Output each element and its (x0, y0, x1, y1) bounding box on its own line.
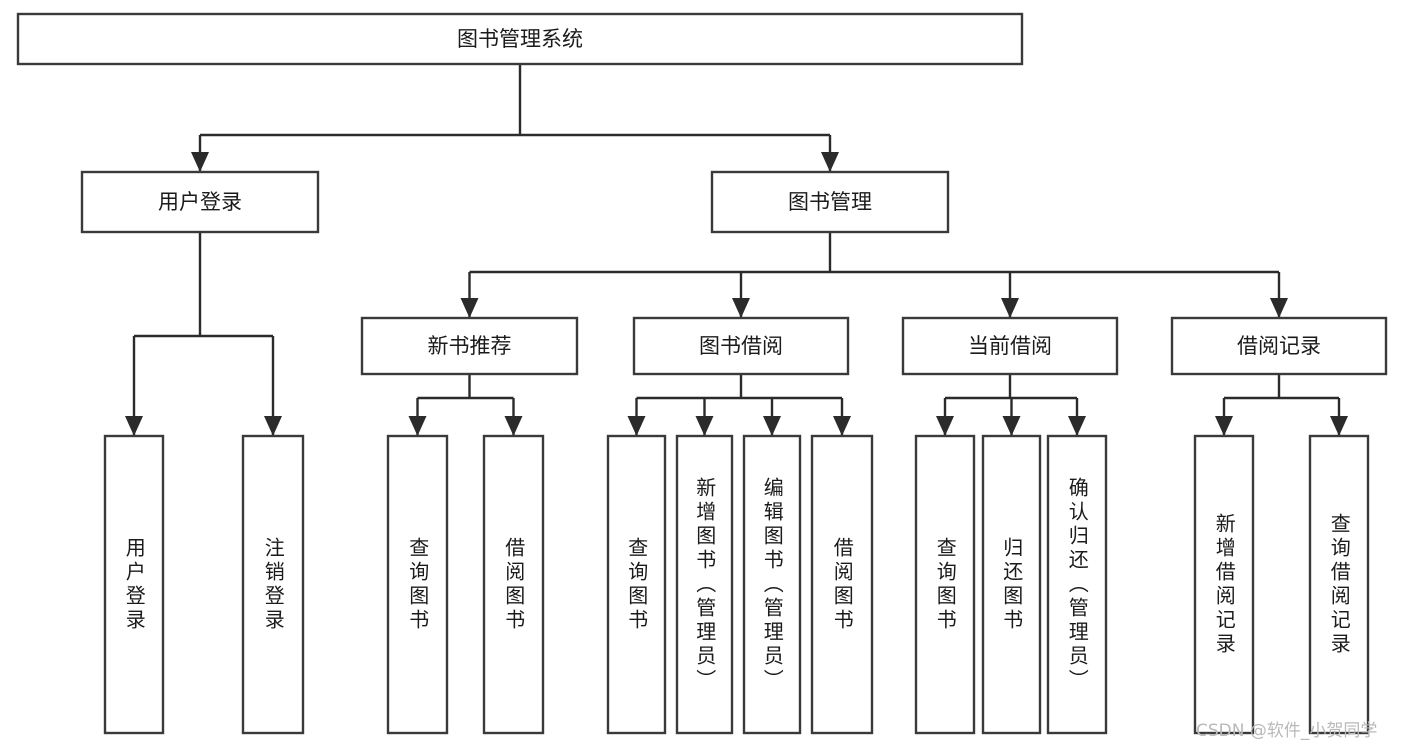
arrow-head-icon (627, 416, 646, 436)
node-label-current-borrow: 当前借阅 (968, 334, 1052, 358)
node-box-add-borrow-record[interactable] (1193, 434, 1255, 735)
arrow-head-icon (504, 416, 523, 436)
arrow-head-icon (833, 416, 851, 436)
arrow-head-icon (1215, 416, 1233, 436)
arrow-head-icon (460, 298, 479, 318)
node-label-new-book-recommend: 新书推荐 (428, 334, 512, 358)
node-box-borrow-record[interactable] (1170, 316, 1388, 376)
node-box-new-book-recommend[interactable] (360, 316, 579, 376)
node-box-return-book[interactable] (981, 434, 1042, 735)
node-box-borrow-book-1[interactable] (482, 434, 545, 735)
connectors-layer (125, 64, 1348, 436)
node-box-login[interactable] (103, 434, 165, 735)
node-box-logout[interactable] (241, 434, 305, 735)
arrow-head-icon (732, 298, 750, 318)
node-box-add-book-admin[interactable] (675, 434, 734, 735)
arrow-head-icon (695, 416, 714, 436)
arrow-head-icon (408, 416, 427, 436)
arrow-head-icon (125, 416, 143, 436)
arrow-head-icon (264, 416, 282, 436)
node-label-borrow-record: 借阅记录 (1237, 334, 1321, 358)
node-box-edit-book-admin[interactable] (742, 434, 802, 735)
node-box-root[interactable] (16, 12, 1024, 66)
node-box-user-login[interactable] (80, 170, 320, 234)
node-box-book-borrow[interactable] (632, 316, 850, 376)
node-box-query-book-1[interactable] (386, 434, 449, 735)
arrow-head-icon (821, 152, 839, 172)
arrow-head-icon (936, 416, 954, 436)
node-box-confirm-return-admin[interactable] (1046, 434, 1108, 735)
arrow-head-icon (1270, 298, 1288, 318)
node-box-book-manage[interactable] (710, 170, 950, 234)
watermark-text: CSDN @软件_小贺同学 (1196, 721, 1378, 741)
node-label-book-manage: 图书管理 (788, 190, 872, 214)
boxes-layer (16, 12, 1388, 735)
node-label-book-borrow: 图书借阅 (699, 334, 783, 358)
node-box-query-borrow-record[interactable] (1308, 434, 1370, 735)
arrow-head-icon (1001, 298, 1019, 318)
arrow-head-icon (1330, 416, 1348, 436)
node-box-query-book-3[interactable] (914, 434, 976, 735)
arrow-head-icon (1068, 416, 1086, 436)
node-box-current-borrow[interactable] (901, 316, 1119, 376)
node-label-user-login: 用户登录 (158, 190, 242, 214)
node-label-root: 图书管理系统 (457, 27, 583, 51)
arrow-head-icon (1002, 416, 1021, 436)
node-box-query-book-2[interactable] (606, 434, 667, 735)
node-box-borrow-book-2[interactable] (810, 434, 874, 735)
arrow-head-icon (763, 416, 781, 436)
arrow-head-icon (191, 152, 209, 172)
